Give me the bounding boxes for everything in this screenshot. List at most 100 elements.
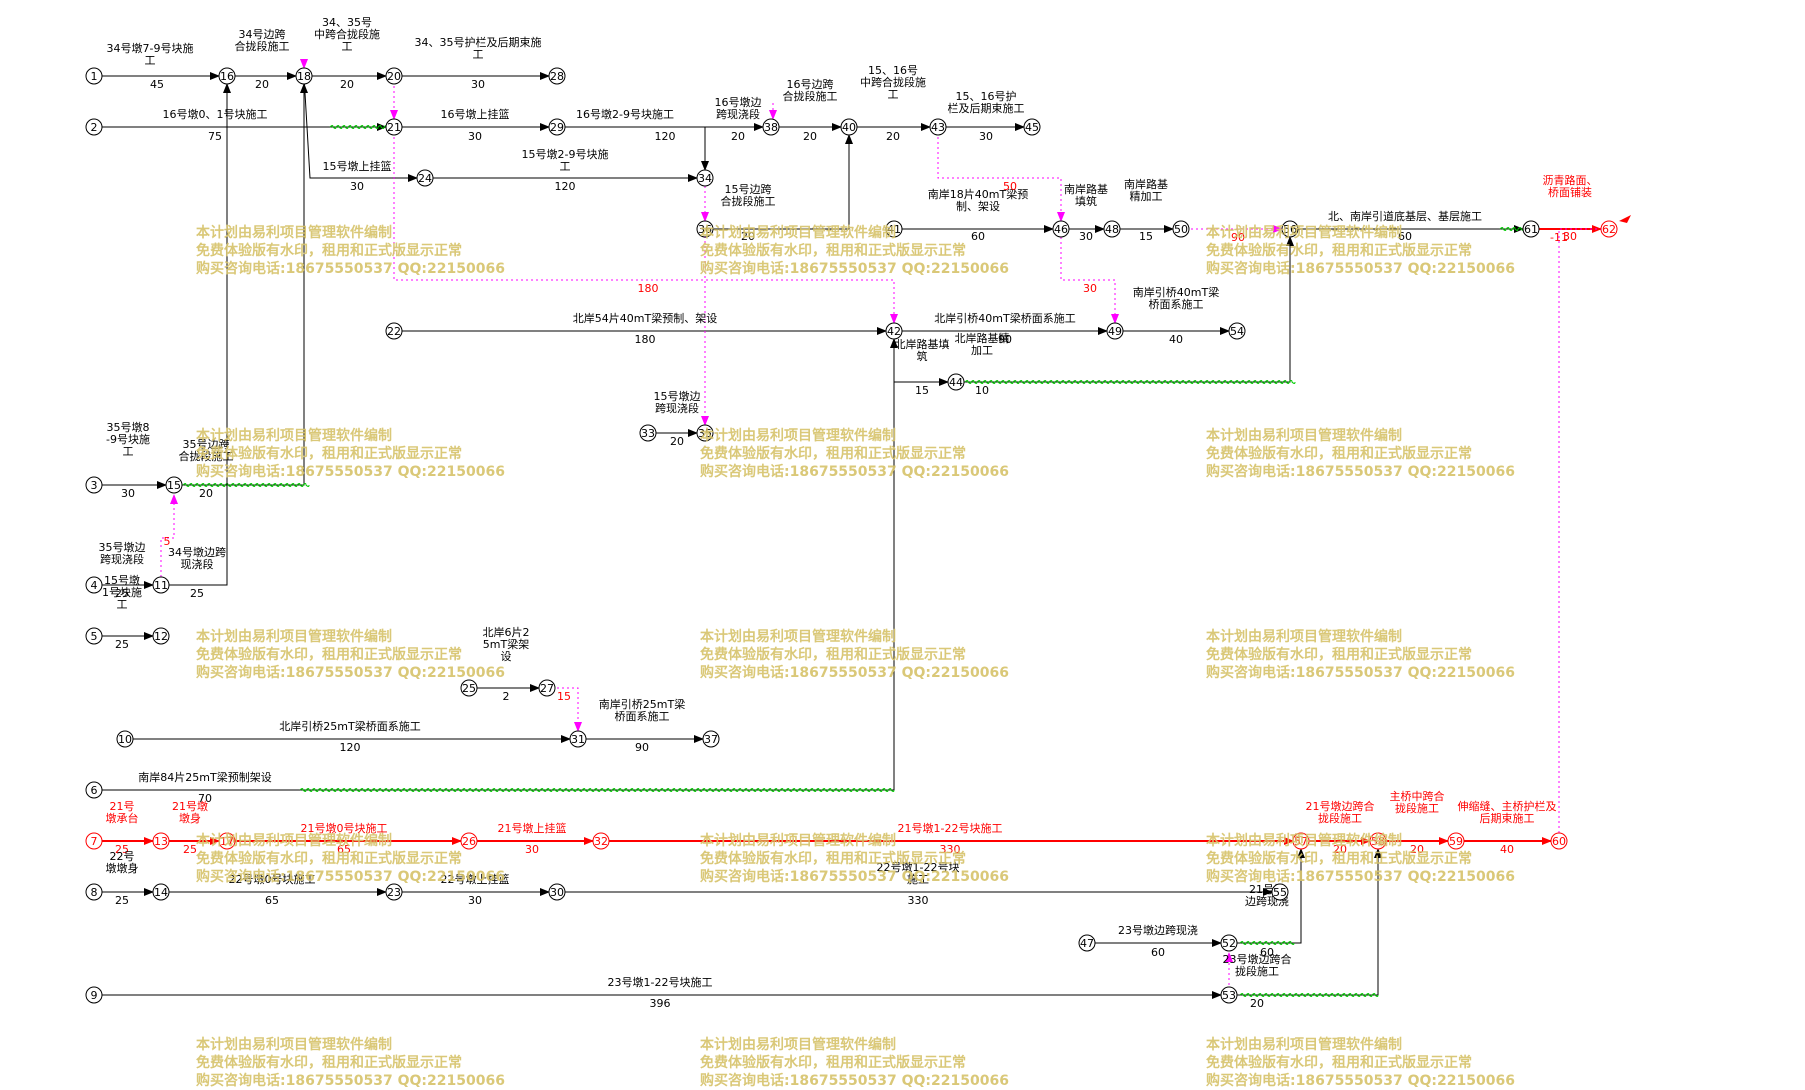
event-node-label: 11 [154, 579, 168, 592]
activity-arrow [303, 83, 418, 182]
activity-arrow [102, 338, 898, 792]
activity-name: 15号边跨合拢段施工 [721, 183, 776, 208]
event-node: 15 [165, 476, 183, 494]
activity-duration: 30 [350, 180, 364, 193]
event-node-label: 43 [931, 121, 945, 134]
event-node: 28 [548, 67, 566, 85]
event-node-label: 20 [387, 70, 401, 83]
event-node-label: 56 [1283, 223, 1297, 236]
watermark-line: 购买咨询电话:18675550537 QQ:22150066 [700, 869, 1009, 885]
activity-name: 15号墩边跨现浇段 [654, 389, 701, 415]
watermark-line: 免费体验版有水印，租用和正式版显示正常 [196, 647, 462, 663]
watermark-line: 本计划由易利项目管理软件编制 [196, 225, 392, 241]
activity-duration: 330 [940, 843, 961, 856]
watermark-line: 本计划由易利项目管理软件编制 [700, 833, 896, 849]
activity-name: 23号墩边跨现浇 [1118, 923, 1198, 937]
watermark-line: 购买咨询电话:18675550537 QQ:22150066 [700, 665, 1009, 681]
event-node-label: 22 [387, 325, 401, 338]
activity-name: 北岸路基精加工 [955, 332, 1010, 357]
event-node: 11 [152, 576, 170, 594]
watermark-text: 本计划由易利项目管理软件编制免费体验版有水印，租用和正式版显示正常购买咨询电话:… [1206, 1036, 1515, 1090]
event-node-label: 46 [1054, 223, 1068, 236]
watermark-line: 免费体验版有水印，租用和正式版显示正常 [196, 446, 462, 462]
event-node: 44 [947, 373, 965, 391]
activity-arrow [1237, 848, 1382, 997]
watermark-text: 本计划由易利项目管理软件编制免费体验版有水印，租用和正式版显示正常购买咨询电话:… [1206, 427, 1515, 481]
event-node-label: 42 [887, 325, 901, 338]
event-node-label: 40 [842, 121, 856, 134]
activity-duration: 60 [971, 230, 985, 243]
activity-duration: 60 [1260, 946, 1274, 959]
activity-arrow [1298, 225, 1525, 233]
event-node: 50 [1172, 220, 1190, 238]
event-node: 14 [152, 883, 170, 901]
edges-layer [102, 59, 1618, 999]
watermark-line: 本计划由易利项目管理软件编制 [196, 833, 392, 849]
activity-name: 35号边跨合拢段施工 [179, 438, 234, 463]
event-node: 56 [1281, 220, 1299, 238]
event-node: 55 [1271, 883, 1289, 901]
activity-name: 34号边跨合拢段施工 [235, 28, 290, 53]
watermark-line: 免费体验版有水印，租用和正式版显示正常 [700, 851, 966, 867]
activity-duration: 20 [1250, 997, 1264, 1010]
event-node-label: 16 [220, 70, 234, 83]
dummy-link [393, 137, 898, 324]
activity-name: 21号墩0号块施工 [301, 821, 388, 835]
event-node-label: 6 [91, 784, 98, 797]
activity-name: 北岸引桥25mT梁桥面系施工 [279, 719, 420, 733]
event-node: 7 [85, 832, 103, 850]
watermark-text: 本计划由易利项目管理软件编制免费体验版有水印，租用和正式版显示正常购买咨询电话:… [700, 427, 1009, 481]
activity-name: 22号墩上挂篮 [441, 872, 510, 886]
activity-duration: 120 [655, 130, 676, 143]
event-node-label: 44 [949, 376, 963, 389]
activity-duration: 30 [468, 894, 482, 907]
watermark-line: 本计划由易利项目管理软件编制 [196, 629, 392, 645]
event-node: 4 [85, 576, 103, 594]
event-node-label: 48 [1105, 223, 1119, 236]
activity-duration: 65 [337, 843, 351, 856]
watermark-line: 购买咨询电话:18675550537 QQ:22150066 [196, 869, 505, 885]
event-node: 24 [416, 169, 434, 187]
activity-name: 34号墩7-9号块施工 [107, 41, 194, 67]
activity-duration: 40 [1500, 843, 1514, 856]
activity-duration: 30 [121, 487, 135, 500]
watermark-line: 购买咨询电话:18675550537 QQ:22150066 [196, 665, 505, 681]
event-node-label: 1 [91, 70, 98, 83]
watermark-line: 购买咨询电话:18675550537 QQ:22150066 [1206, 464, 1515, 480]
event-node-label: 14 [154, 886, 168, 899]
event-node: 61 [1522, 220, 1540, 238]
activity-duration: 45 [150, 78, 164, 91]
activity-duration: 25 [115, 638, 129, 651]
activity-duration: 20 [803, 130, 817, 143]
activity-name: 南岸路基精加工 [1124, 178, 1168, 203]
activity-name: 北、南岸引道底基层、基层施工 [1328, 209, 1482, 223]
event-node-label: 33 [641, 427, 655, 440]
event-node: 2 [85, 118, 103, 136]
activity-duration: 30 [471, 78, 485, 91]
watermark-line: 本计划由易利项目管理软件编制 [700, 225, 896, 241]
activity-duration: 120 [555, 180, 576, 193]
dummy-link [160, 494, 178, 577]
event-node: 38 [762, 118, 780, 136]
activity-name: 16号墩0、1号块施工 [163, 107, 268, 121]
event-node: 53 [1220, 986, 1238, 1004]
watermark-line: 免费体验版有水印，租用和正式版显示正常 [700, 1055, 966, 1071]
event-node-label: 49 [1108, 325, 1122, 338]
watermark-line: 免费体验版有水印，租用和正式版显示正常 [1206, 446, 1472, 462]
event-node: 46 [1052, 220, 1070, 238]
watermark-line: 本计划由易利项目管理软件编制 [1206, 428, 1402, 444]
activity-arrow [713, 134, 853, 230]
activity-duration: 25 [115, 894, 129, 907]
event-node: 32 [592, 832, 610, 850]
activity-duration: 30 [525, 843, 539, 856]
event-node-label: 31 [571, 733, 585, 746]
activity-name: 南岸引桥40mT梁桥面系施工 [1133, 285, 1219, 311]
activity-name: 35号墩边跨现浇段 [99, 540, 146, 566]
event-node-label: 54 [1230, 325, 1244, 338]
event-node-label: 36 [698, 223, 712, 236]
activity-name: 34号墩边跨现浇段 [168, 545, 226, 571]
event-node-label: 12 [154, 630, 168, 643]
activity-name: 15、16号护栏及后期束施工 [948, 89, 1025, 115]
